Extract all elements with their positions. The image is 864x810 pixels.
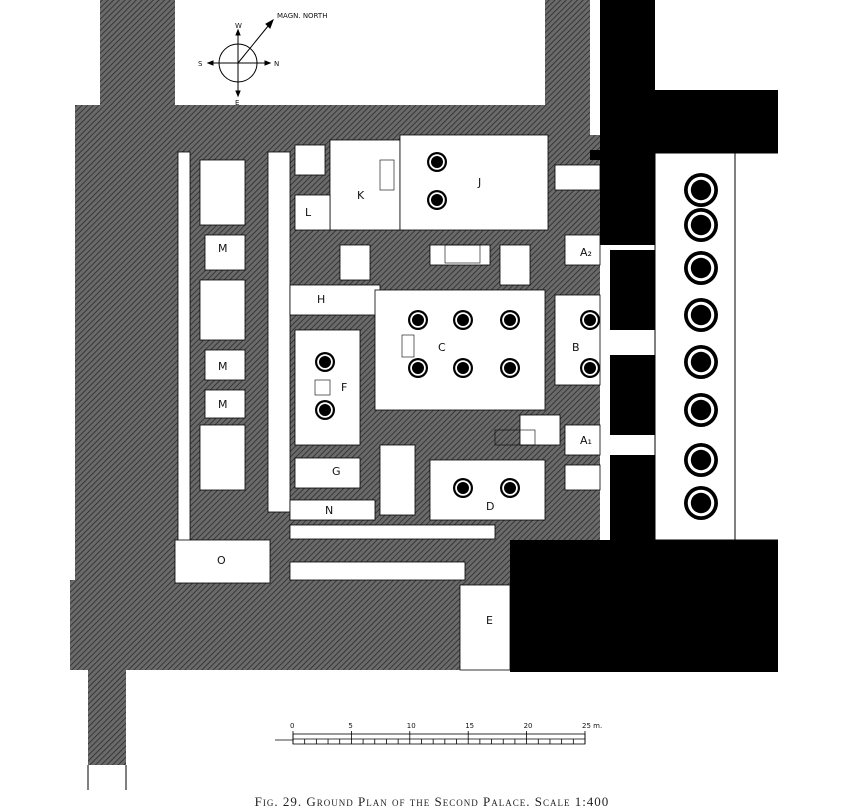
column-shaft (504, 314, 516, 326)
room-label-j: J (477, 176, 481, 189)
compass-s: S (198, 60, 203, 68)
room-columns (315, 152, 600, 498)
room-labels: M M M K J L H C B F G N D O E A₂ A₁ (217, 176, 592, 627)
column-shaft (504, 362, 516, 374)
room-label-l: L (305, 206, 312, 219)
colonnade-columns (684, 173, 718, 520)
column-shaft (690, 449, 712, 471)
scale-label: 15 (465, 722, 474, 730)
column-shaft (584, 314, 596, 326)
compass-w: W (235, 22, 242, 30)
column-shaft (504, 482, 516, 494)
column-shaft (431, 156, 443, 168)
column-shaft (690, 492, 712, 514)
figure-caption: Fig. 29. Ground Plan of the Second Palac… (254, 794, 610, 809)
column-shaft (412, 314, 424, 326)
room-label-b: B (572, 341, 580, 354)
column-shaft (690, 179, 712, 201)
compass-magn-north: MAGN. NORTH (277, 12, 327, 20)
scale-bar-labels: 0 5 10 15 20 25 m. (290, 722, 602, 730)
scale-label: 25 m. (582, 722, 602, 730)
scale-label: 5 (348, 722, 352, 730)
column-shaft (457, 362, 469, 374)
column-shaft (690, 304, 712, 326)
room-label-a2: A₂ (580, 246, 592, 259)
room-label-m: M (218, 398, 228, 411)
column-shaft (690, 399, 712, 421)
column-shaft (690, 351, 712, 373)
room-label-d: D (486, 500, 494, 513)
magnetic-north-arrow-icon (237, 19, 274, 64)
scale-label: 20 (524, 722, 533, 730)
room-label-a1: A₁ (580, 434, 592, 447)
compass-rose (206, 18, 274, 98)
column-shaft (431, 194, 443, 206)
compass-n: N (274, 60, 279, 68)
room-label-n: N (325, 504, 333, 517)
column-shaft (457, 314, 469, 326)
room-label-e: E (486, 614, 493, 627)
column-shaft (319, 356, 331, 368)
solid-masonry (510, 0, 778, 672)
column-shaft (457, 482, 469, 494)
scale-label: 10 (407, 722, 416, 730)
room-label-g: G (332, 465, 341, 478)
scale-bar (275, 731, 586, 745)
room-label-k: K (357, 189, 365, 202)
column-shaft (584, 362, 596, 374)
rooms (174, 134, 601, 671)
stairs (314, 159, 536, 446)
room-label-m: M (218, 360, 228, 373)
column-shaft (412, 362, 424, 374)
column-shaft (319, 404, 331, 416)
compass-e: E (235, 99, 239, 107)
scale-label: 0 (290, 722, 294, 730)
room-label-c: C (438, 341, 446, 354)
room-label-o: O (217, 554, 226, 567)
room-label-f: F (341, 381, 347, 394)
column-shaft (690, 257, 712, 279)
column-shaft (690, 214, 712, 236)
room-label-m: M (218, 242, 228, 255)
room-label-h: H (317, 293, 325, 306)
